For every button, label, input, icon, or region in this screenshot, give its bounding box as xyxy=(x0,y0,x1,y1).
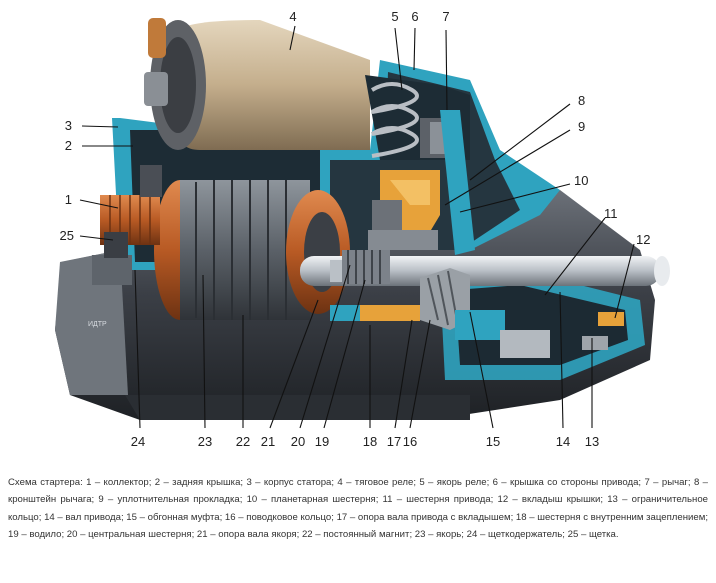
callout-15: 15 xyxy=(486,434,500,449)
callout-19: 19 xyxy=(315,434,329,449)
callout-13: 13 xyxy=(585,434,599,449)
callout-23: 23 xyxy=(198,434,212,449)
callout-9: 9 xyxy=(578,119,585,134)
callout-1: 1 xyxy=(65,192,72,207)
starter-diagram: ИДТР 4 5 6 7 3 2 1 25 xyxy=(55,9,670,449)
callout-3: 3 xyxy=(65,118,72,133)
callout-17: 17 xyxy=(387,434,401,449)
watermark: ИДТР xyxy=(88,321,107,328)
figure-caption: Схема стартера: 1 – коллектор; 2 – задня… xyxy=(8,477,708,541)
callout-6: 6 xyxy=(411,9,418,24)
callout-8: 8 xyxy=(578,93,585,108)
callout-labels: 4 5 6 7 3 2 1 25 8 9 10 11 12 24 23 22 2… xyxy=(60,9,651,449)
commutator xyxy=(92,165,162,285)
gear-train xyxy=(330,250,550,358)
callout-12: 12 xyxy=(636,232,650,247)
callout-10: 10 xyxy=(574,173,588,188)
callout-2: 2 xyxy=(65,138,72,153)
callout-18: 18 xyxy=(363,434,377,449)
callout-24: 24 xyxy=(131,434,145,449)
callout-4: 4 xyxy=(289,9,296,24)
end-bushing xyxy=(582,312,624,350)
lever-assembly xyxy=(368,110,475,255)
callout-22: 22 xyxy=(236,434,250,449)
callout-25: 25 xyxy=(60,228,74,243)
armature xyxy=(154,180,350,320)
solenoid-relay xyxy=(144,18,470,160)
callout-21: 21 xyxy=(261,434,275,449)
leader-lines xyxy=(79,25,635,429)
callout-11: 11 xyxy=(604,206,618,221)
callout-14: 14 xyxy=(556,434,570,449)
callout-5: 5 xyxy=(391,9,398,24)
callout-7: 7 xyxy=(442,9,449,24)
callout-20: 20 xyxy=(291,434,305,449)
relay-spring xyxy=(370,82,419,158)
callout-16: 16 xyxy=(403,434,417,449)
